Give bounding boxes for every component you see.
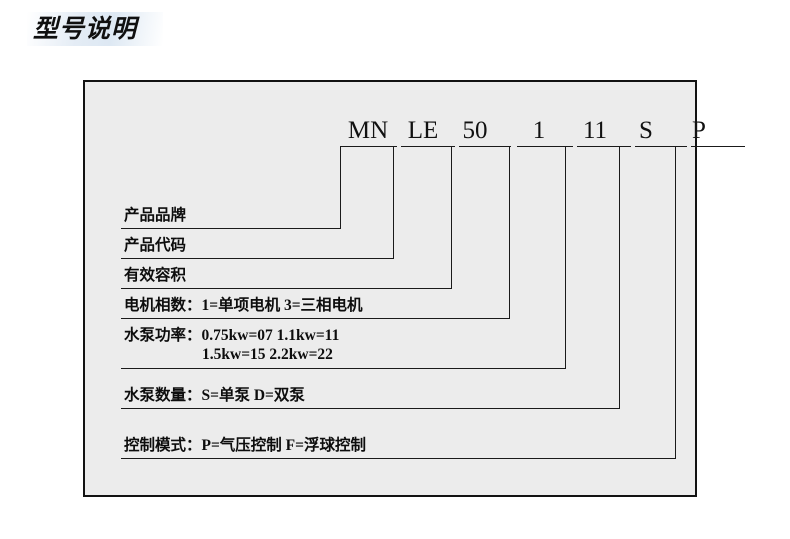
code-underline-brand bbox=[341, 146, 397, 147]
row-label-motor-phase-text: 电机相数：1=单项电机 3=三相电机 bbox=[124, 297, 363, 314]
code-underline-control-mode bbox=[691, 146, 745, 147]
code-part-motor-phase: 1 bbox=[532, 117, 546, 144]
connector-vertical-pump-count bbox=[619, 146, 620, 408]
code-underline-pump-power bbox=[577, 146, 631, 147]
row-label-motor-phase: 电机相数：1=单项电机 3=三相电机 bbox=[124, 296, 363, 315]
row-label-pump-count-text: 水泵数量：S=单泵 D=双泵 bbox=[124, 387, 305, 404]
row-label-pump-power-subtext: 1.5kw=15 2.2kw=22 bbox=[202, 346, 333, 363]
title-highlight-bar bbox=[27, 12, 163, 46]
row-underline-volume bbox=[121, 288, 452, 289]
row-label-product-code-text: 产品代码 bbox=[124, 237, 187, 254]
code-part-pump-count: S bbox=[639, 117, 653, 144]
row-underline-control-mode bbox=[121, 458, 676, 459]
row-underline-motor-phase bbox=[121, 318, 510, 319]
row-label-brand: 产品品牌 bbox=[124, 206, 186, 225]
connector-vertical-pump-power bbox=[565, 146, 566, 368]
row-underline-product-code bbox=[121, 258, 394, 259]
code-part-control-mode: P bbox=[692, 117, 706, 144]
connector-vertical-brand bbox=[340, 146, 341, 228]
code-part-volume: 50 bbox=[462, 117, 488, 144]
row-label-pump-count: 水泵数量：S=单泵 D=双泵 bbox=[124, 386, 305, 405]
row-label-brand-text: 产品品牌 bbox=[124, 207, 187, 224]
code-part-brand: MN bbox=[347, 117, 389, 144]
row-underline-brand bbox=[121, 228, 341, 229]
row-label-pump-power-text: 水泵功率：0.75kw=07 1.1kw=11 bbox=[124, 327, 340, 344]
row-label-pump-power: 水泵功率：0.75kw=07 1.1kw=11 1.5kw=15 2.2kw=2… bbox=[124, 326, 339, 364]
model-code-diagram: MN LE 50 1 11 S P 产品品牌 产品代码 有效容积 电机相数：1=… bbox=[83, 80, 745, 497]
code-underline-motor-phase bbox=[517, 146, 573, 147]
code-underline-volume bbox=[459, 146, 511, 147]
connector-vertical-control-mode bbox=[675, 146, 676, 458]
connector-vertical-volume bbox=[451, 146, 452, 288]
row-label-control-mode-text: 控制模式：P=气压控制 F=浮球控制 bbox=[124, 437, 366, 454]
code-part-pump-power: 11 bbox=[582, 117, 608, 144]
row-label-volume: 有效容积 bbox=[124, 266, 186, 285]
code-underline-product-code bbox=[401, 146, 455, 147]
connector-vertical-product-code bbox=[393, 146, 394, 258]
page-title: 型号说明 bbox=[33, 14, 138, 43]
row-label-product-code: 产品代码 bbox=[124, 236, 186, 255]
code-underline-pump-count bbox=[635, 146, 687, 147]
row-label-control-mode: 控制模式：P=气压控制 F=浮球控制 bbox=[124, 436, 366, 455]
row-underline-pump-power bbox=[121, 368, 566, 369]
row-label-volume-text: 有效容积 bbox=[124, 267, 187, 284]
connector-vertical-motor-phase bbox=[509, 146, 510, 318]
row-underline-pump-count bbox=[121, 408, 620, 409]
code-part-product-code: LE bbox=[407, 117, 439, 144]
